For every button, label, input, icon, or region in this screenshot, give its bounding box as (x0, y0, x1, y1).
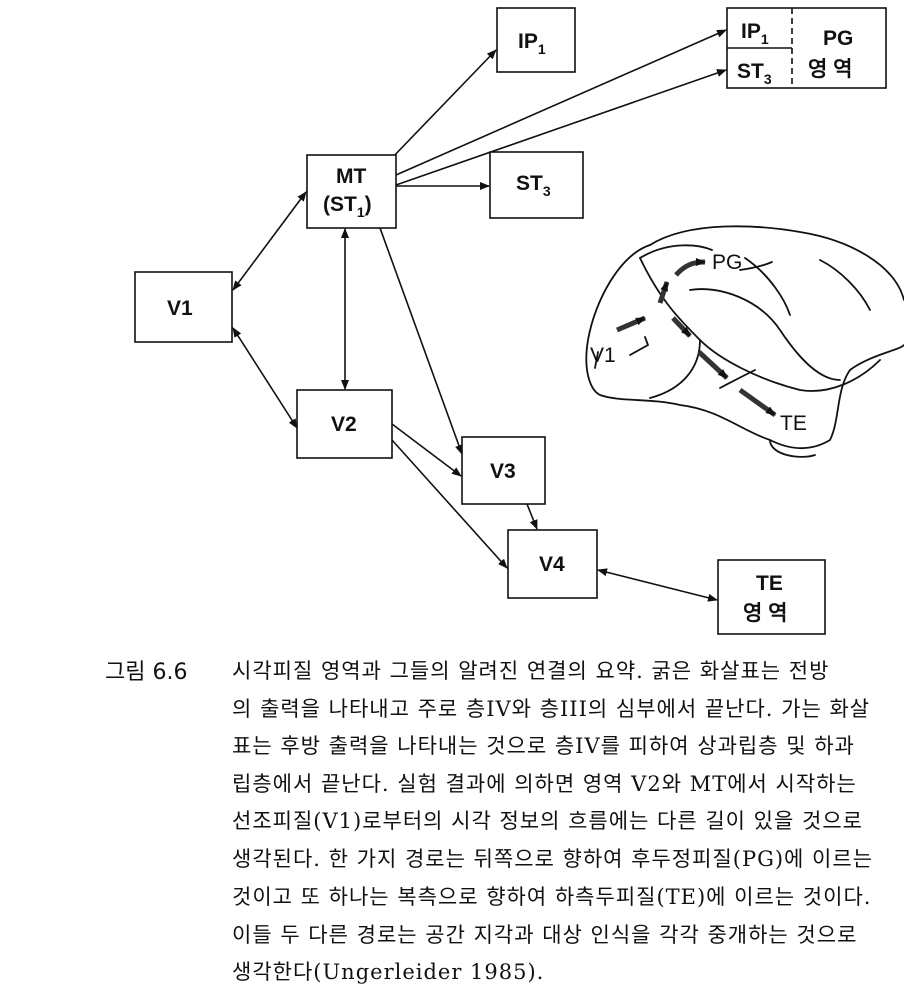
caption-line: 것이고 또 하나는 복측으로 향하여 하측두피질(TE)에 이르는 것이다. (232, 885, 872, 909)
node-ip1: IP1 (496, 7, 576, 73)
arrow-mt-pg-st3 (395, 69, 727, 186)
node-v1: V1 (134, 271, 233, 343)
svg-text:ST3: ST3 (737, 60, 772, 87)
monkey-brain-illustration (585, 225, 904, 458)
figure-label: 그림 6.6 (105, 660, 188, 685)
svg-text:영 역: 영 역 (808, 58, 852, 81)
svg-text:영 역: 영 역 (743, 602, 787, 625)
svg-text:MT: MT (336, 165, 366, 188)
caption-line: 립층에서 끝난다. 실험 결과에 의하면 영역 V2와 MT에서 시작하는 (232, 772, 857, 796)
connection-arrows (232, 29, 727, 602)
arrow-mt-ip1 (389, 49, 497, 161)
caption-line: 생각한다(Ungerleider 1985). (232, 960, 545, 984)
arrow-v1-v2 (232, 327, 298, 429)
arrow-mt-pg-ip1 (395, 29, 727, 176)
visual-pathways-diagram: IP1 IP1 ST3 PG 영 역 MT (ST1) ST3 V1 V2 (134, 7, 904, 635)
caption-line: 이들 두 다른 경로는 공간 지각과 대상 인식을 각각 중개하는 것으로 (232, 923, 858, 947)
arrow-v3-v4 (526, 503, 538, 530)
svg-text:IP1: IP1 (741, 20, 769, 47)
caption-line: 의 출력을 나타내고 주로 층IV와 층III의 심부에서 끝난다. 가는 화살 (232, 697, 871, 721)
node-te-area: TE 영 역 (717, 559, 826, 635)
brain-label-pg: PG (712, 251, 742, 274)
brain-pathway-arrows (616, 258, 777, 418)
arrow-mt-v3 (379, 227, 463, 455)
svg-text:IP1: IP1 (518, 30, 546, 57)
node-v3: V3 (461, 436, 546, 505)
svg-text:V4: V4 (539, 553, 565, 576)
svg-text:PG: PG (823, 27, 853, 50)
svg-text:TE: TE (756, 572, 783, 595)
caption-line: 생각된다. 한 가지 경로는 뒤쪽으로 향하여 후두정피질(PG)에 이르는 (232, 847, 874, 871)
brain-label-te: TE (780, 412, 807, 435)
caption-line: 선조피질(V1)로부터의 시각 정보의 흐름에는 다른 길이 있을 것으로 (232, 809, 863, 833)
arrow-v4-te (597, 568, 718, 602)
node-v2: V2 (296, 389, 393, 459)
caption-line: 표는 후방 출력을 나타내는 것으로 층IV를 피하여 상과립층 및 하과 (232, 734, 855, 758)
brain-labels: V1 PG TE (590, 251, 807, 435)
svg-text:V2: V2 (331, 413, 357, 436)
node-mt: MT (ST1) (306, 154, 397, 229)
node-v4: V4 (507, 529, 598, 599)
node-pg-area: IP1 ST3 PG 영 역 (726, 7, 887, 89)
arrow-v1-mt (232, 191, 307, 291)
brain-label-v1: V1 (590, 344, 616, 367)
arrow-v2-v3 (391, 423, 462, 477)
svg-text:(ST1): (ST1) (323, 193, 372, 220)
node-st3: ST3 (489, 151, 584, 219)
svg-text:V3: V3 (490, 460, 516, 483)
svg-text:ST3: ST3 (516, 172, 551, 199)
svg-text:V1: V1 (167, 297, 193, 320)
arrow-v2-v4 (391, 439, 508, 569)
caption-line: 시각피질 영역과 그들의 알려진 연결의 요약. 굵은 화살표는 전방 (232, 659, 830, 683)
